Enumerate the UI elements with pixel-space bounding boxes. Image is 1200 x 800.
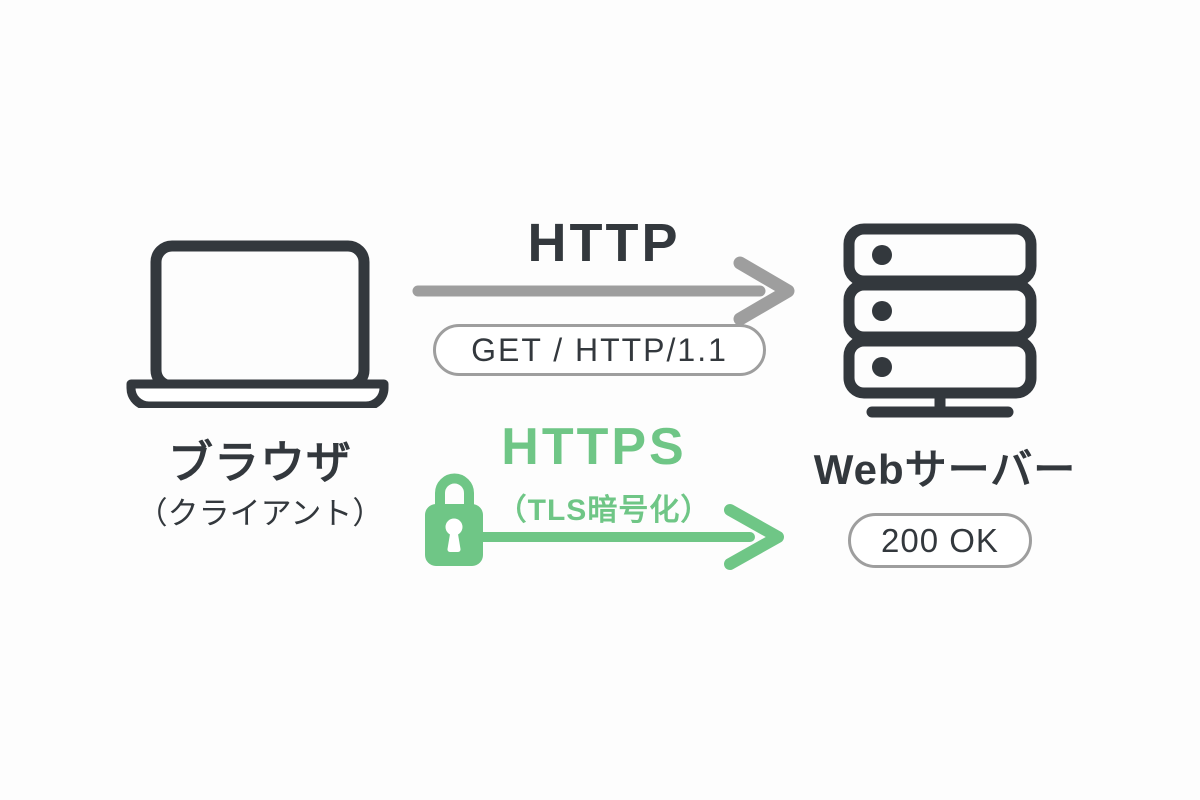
server-status-badge: 200 OK [848,513,1032,568]
http-arrow-right-icon [412,256,795,326]
https-arrow-right-icon [467,504,784,570]
https-flow-title: HTTPS [501,418,687,476]
server-icon [843,223,1037,418]
http-flow-title: HTTP [527,213,681,273]
lock-icon [425,473,483,566]
client-sublabel: （クライアント） [136,496,384,531]
server-label: Webサーバー [813,446,1077,493]
https-tls-subtitle: （TLS暗号化） [496,494,712,527]
client-label: ブラウザ [167,437,352,488]
http-request-badge: GET / HTTP/1.1 [433,324,766,376]
laptop-icon [126,240,389,408]
